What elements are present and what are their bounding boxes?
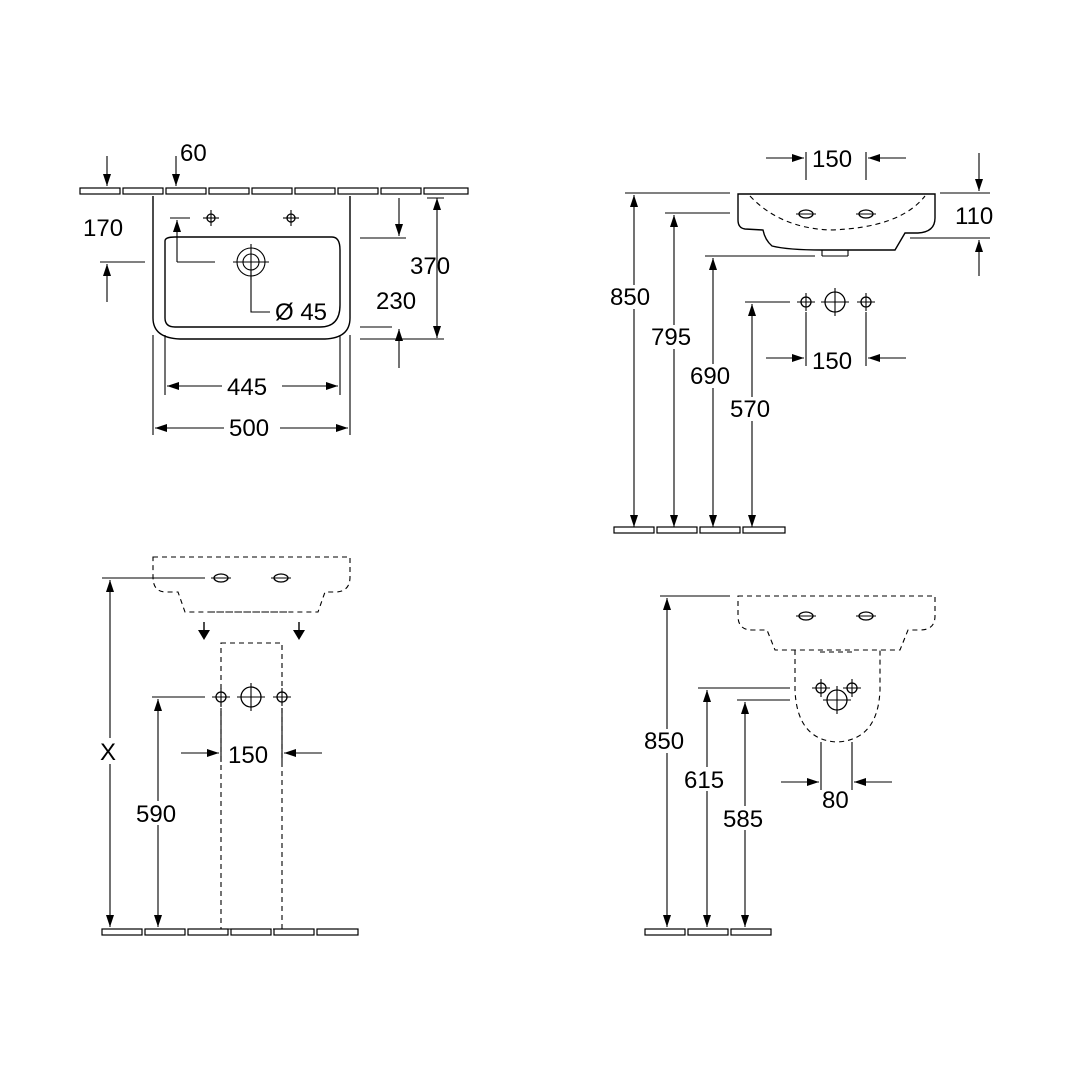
dim-795-label: 795 [651,324,691,351]
floor-tiles [613,526,786,534]
dim-445-label: 445 [227,374,267,401]
tap-hole-marker [796,611,816,621]
dim-150-label: 150 [228,742,268,769]
basin-side-outline [737,193,936,251]
basin-dashed-outline [152,556,351,613]
dim-80-label: 80 [822,787,849,814]
dim-170-label: 170 [83,215,123,242]
dim-x-label: X [100,739,116,766]
supply-connection-marker [797,293,815,311]
arrow-down-icon [198,622,210,640]
dim-850-label: 850 [610,284,650,311]
waste-connection-marker [237,683,265,711]
supply-connection-marker [812,679,830,697]
basin-outline [152,196,351,340]
dim-590-label: 590 [136,801,176,828]
dim-150-top-label: 150 [812,146,852,173]
wall-tiles [79,187,469,195]
tap-hole-marker [856,209,876,219]
tap-hole-marker [203,210,219,226]
dim-110-label: 110 [955,203,993,230]
tap-hole-marker [856,611,876,621]
dim-585-label: 585 [723,806,763,833]
pedestal-column [220,642,283,930]
supply-connection-marker [273,688,291,706]
floor-tiles [644,928,772,936]
dim-615-label: 615 [684,767,724,794]
waste-connection-marker [823,686,851,714]
supply-connection-marker [212,688,230,706]
dim-500-label: 500 [229,415,269,442]
tap-hole-marker [211,573,231,583]
supply-connection-marker [857,293,875,311]
drain-diameter-label: Ø 45 [275,299,327,326]
side-view: 150 110 850 795 690 [607,146,993,534]
dim-570-label: 570 [730,396,770,423]
waste-connection-marker [821,288,849,316]
semi-pedestal-view: 850 615 585 80 [642,595,936,936]
basin-dashed-outline [737,595,936,651]
dim-150-bottom-label: 150 [812,348,852,375]
tap-hole-marker [796,209,816,219]
dim-690-label: 690 [690,363,730,390]
dim-370-label: 370 [410,253,450,280]
dim-850-label: 850 [644,728,684,755]
supply-connection-marker [843,679,861,697]
floor-tiles [101,928,359,936]
tap-hole-marker [271,573,291,583]
pedestal-view: X 590 150 [98,556,359,936]
top-view: Ø 45 60 170 370 230 [79,140,469,442]
basin-bowl [164,236,341,328]
tap-hole-marker [283,210,299,226]
dim-60-label: 60 [180,140,207,167]
dim-230-label: 230 [376,288,416,315]
arrow-down-icon [293,622,305,640]
